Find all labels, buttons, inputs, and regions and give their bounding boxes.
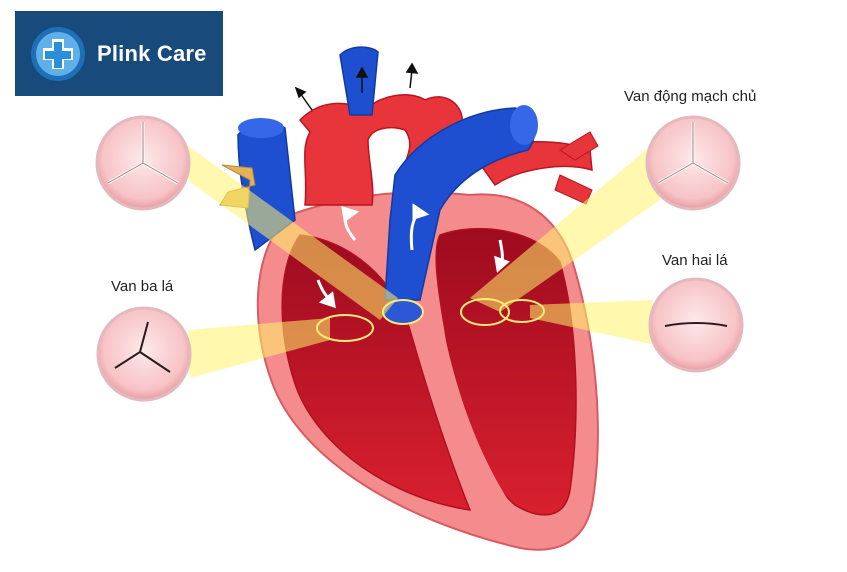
septum — [415, 310, 512, 508]
brand-logo: Plink Care — [15, 11, 223, 96]
flow-arrows-black — [294, 62, 419, 111]
top-blue-vessel — [339, 46, 379, 116]
valve-aortic — [645, 115, 741, 211]
medical-cross-logo-icon — [31, 26, 85, 81]
label-aortic-valve: Van động mạch chủ — [624, 88, 757, 105]
label-mitral-valve: Van hai lá — [662, 252, 728, 269]
valve-tricuspid — [96, 306, 192, 402]
flow-arrows-white — [316, 203, 510, 309]
valve-top-left — [95, 115, 191, 211]
label-tricuspid-valve: Van ba lá — [111, 278, 174, 295]
valve-mitral — [648, 277, 744, 373]
brand-name: Plink Care — [97, 40, 207, 66]
highlight-beams — [180, 140, 660, 378]
